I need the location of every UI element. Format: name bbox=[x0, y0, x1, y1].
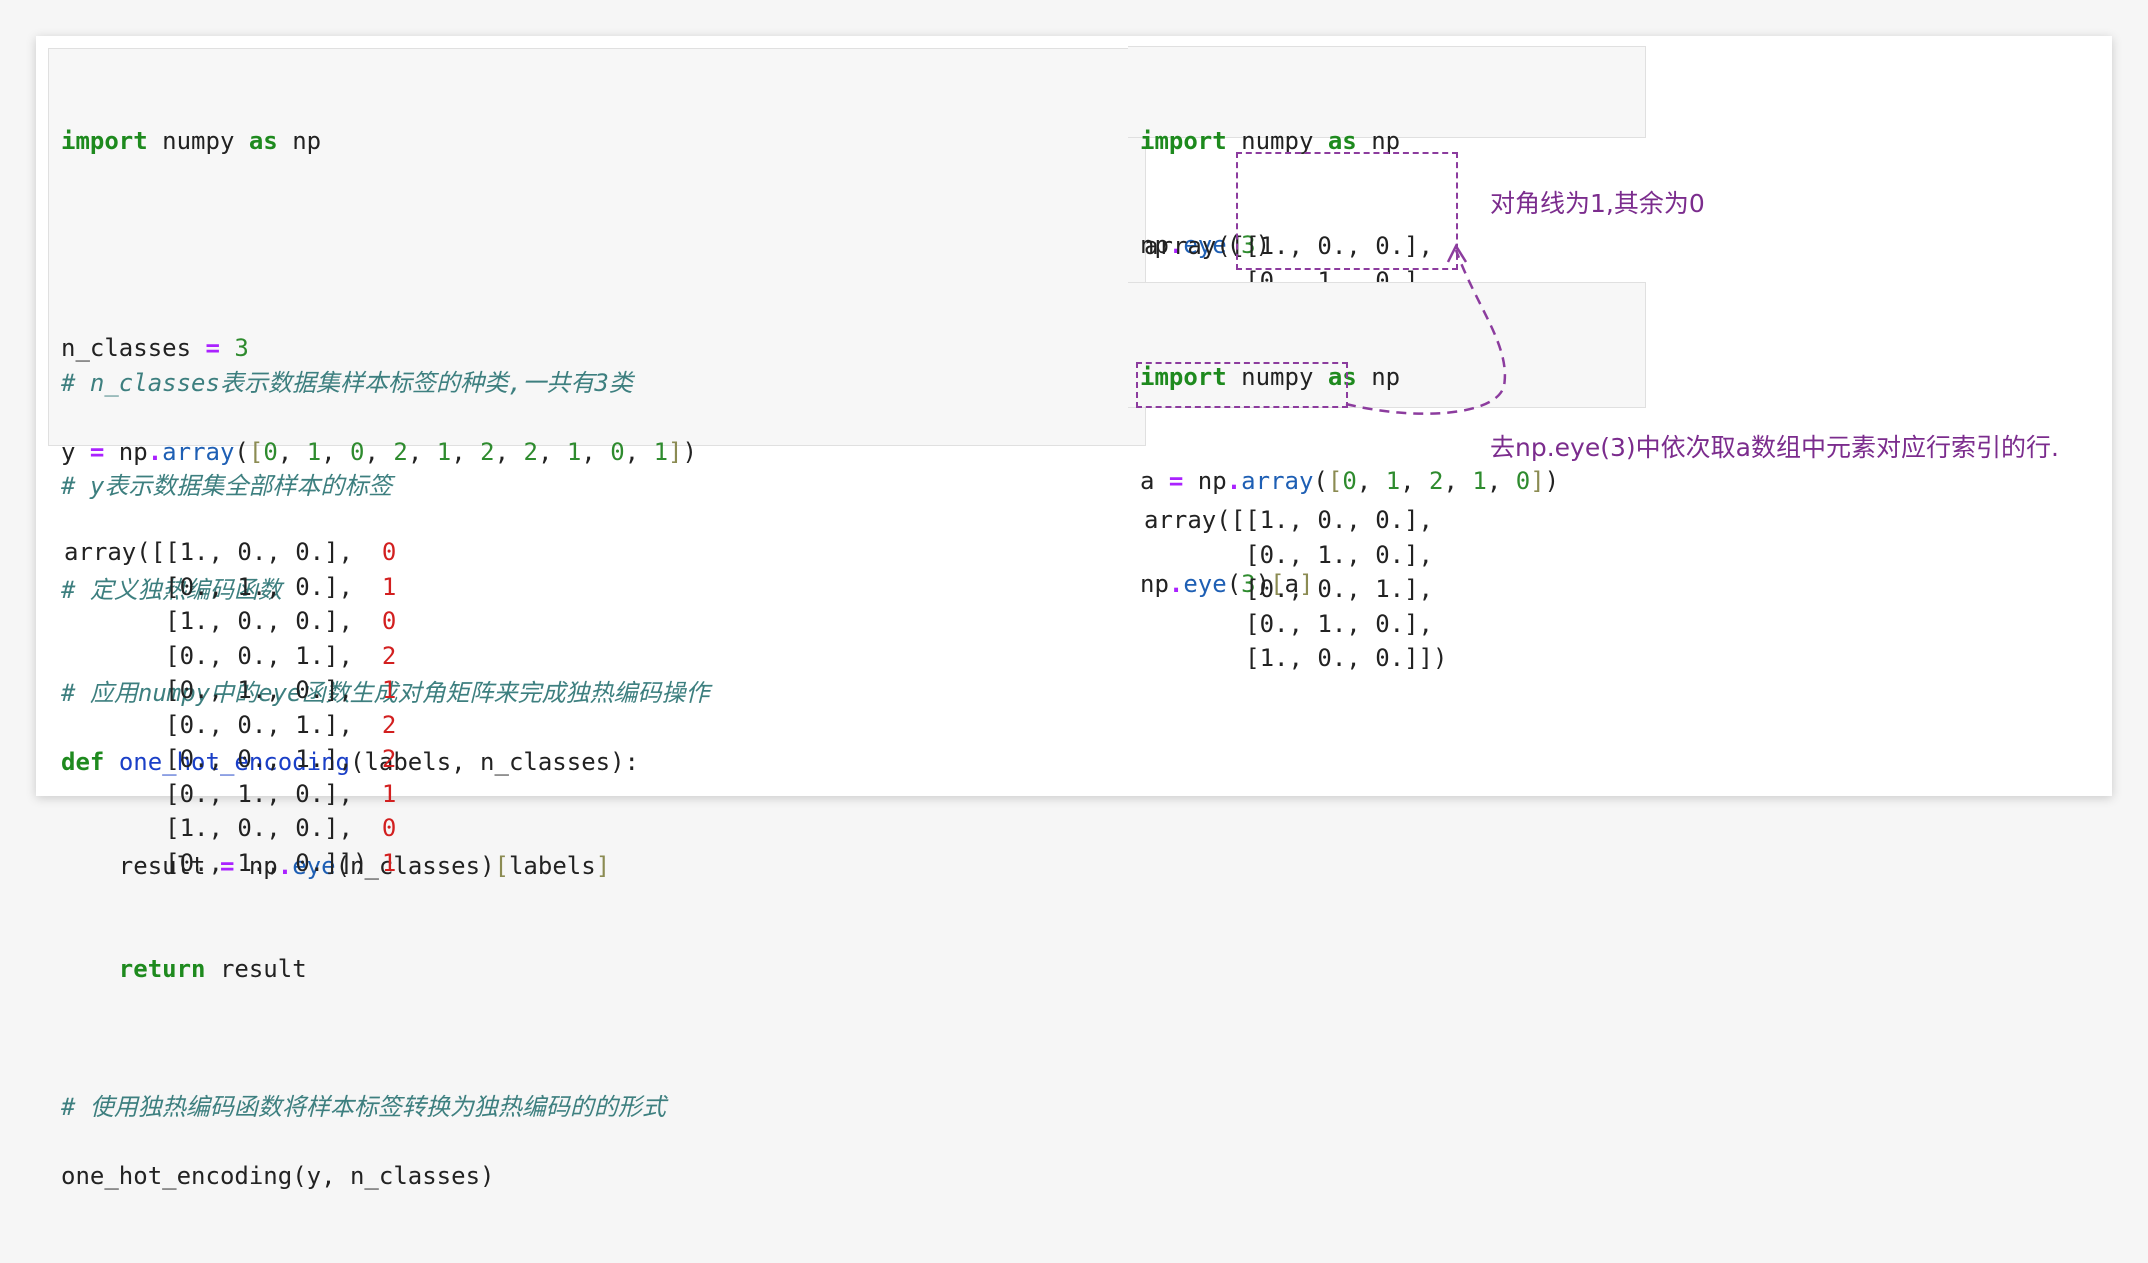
sample-label: 2 bbox=[352, 745, 397, 773]
right-output-2: array([[1., 0., 0.], [0., 1., 0.], [0., … bbox=[1144, 434, 1447, 745]
left-output-row: [0., 0., 1.], 2 bbox=[64, 742, 396, 777]
right-output-2-row: [0., 0., 1.], bbox=[1144, 572, 1447, 607]
left-output-rows: array([[1., 0., 0.], 0 [0., 1., 0.], 1 [… bbox=[64, 535, 396, 880]
diagonal-highlight-box bbox=[1236, 152, 1458, 270]
left-output-row: array([[1., 0., 0.], 0 bbox=[64, 535, 396, 570]
left-output-row-text: [0., 1., 0.], bbox=[64, 676, 353, 704]
right-code-cell-1[interactable]: import numpy as np np.eye(3) bbox=[1128, 46, 1646, 259]
annotation-diagonal: 对角线为1,其余为0 bbox=[1490, 189, 1705, 218]
right-output-2-rows: array([[1., 0., 0.], [0., 1., 0.], [0., … bbox=[1144, 503, 1447, 676]
left-output-row: [1., 0., 0.], 0 bbox=[64, 604, 396, 639]
left-output-row-text: [0., 0., 1.], bbox=[64, 641, 353, 670]
left-output-row: [1., 0., 0.], 0 bbox=[64, 811, 396, 846]
code-line-comment-1: # 定义独热编码函数 bbox=[61, 575, 282, 604]
sample-label: 2 bbox=[352, 641, 397, 670]
code-line-return: return result bbox=[118, 955, 307, 983]
sample-label: 1 bbox=[352, 676, 397, 704]
code-line-blank bbox=[61, 228, 726, 263]
right-code-editor-1[interactable]: import numpy as np np.eye(3) bbox=[1140, 55, 1400, 331]
sample-label: 1 bbox=[352, 779, 397, 808]
left-output-row: [0., 1., 0.], 1 bbox=[64, 673, 396, 708]
code-line-eye-index: np.eye(3)[a] bbox=[1140, 570, 1314, 598]
left-output-row-text: [1., 0., 0.], bbox=[64, 814, 353, 842]
right-output-2-row: [1., 0., 0.]]) bbox=[1144, 641, 1447, 676]
sample-label: 1 bbox=[367, 848, 397, 877]
left-output-row: [0., 0., 1.], 2 bbox=[64, 708, 396, 743]
right-output-2-row: [0., 1., 0.], bbox=[1144, 607, 1447, 642]
left-output-row-text: array([[1., 0., 0.], bbox=[64, 538, 353, 566]
left-output-row-text: [1., 0., 0.], bbox=[64, 607, 353, 635]
code-line-import: import numpy as np bbox=[1140, 127, 1401, 155]
sample-label: 1 bbox=[352, 572, 397, 601]
right-output-2-row-text: array([[1., 0., 0.], bbox=[1144, 506, 1433, 534]
code-line-eye: np.eye(3) bbox=[1140, 230, 1271, 259]
right-output-2-row-text: [1., 0., 0.]]) bbox=[1144, 644, 1448, 672]
left-output-row: [0., 0., 1.], 2 bbox=[64, 639, 396, 674]
right-output-2-row: [0., 1., 0.], bbox=[1144, 538, 1447, 573]
left-output-row-text: [0., 1., 0.], bbox=[64, 779, 353, 808]
sample-label: 2 bbox=[352, 710, 397, 739]
left-output-row: [0., 1., 0.], 1 bbox=[64, 777, 396, 812]
right-output-2-row-text: [0., 0., 1.], bbox=[1144, 575, 1433, 603]
eye-index-highlight-box bbox=[1136, 362, 1348, 408]
code-line-call: one_hot_encoding(y, n_classes) bbox=[61, 1162, 495, 1190]
right-code-editor-2[interactable]: import numpy as np a = np.array([0, 1, 2… bbox=[1140, 291, 1559, 671]
sample-label: 0 bbox=[352, 538, 397, 566]
left-code-cell[interactable]: import numpy as np n_classes = 3 # n_cla… bbox=[48, 48, 1146, 1190]
code-line-y: y = np.array([0, 1, 0, 2, 1, 2, 2, 1, 0,… bbox=[61, 437, 726, 501]
notebook-screenshot: import numpy as np n_classes = 3 # n_cla… bbox=[36, 36, 2112, 1190]
code-line-def: def one_hot_encoding(labels, n_classes): bbox=[61, 748, 639, 776]
left-output-row-text: [0., 1., 0.], bbox=[64, 572, 353, 601]
left-output-row-text: [0., 0., 1.], bbox=[64, 710, 353, 739]
left-output-row: [0., 1., 0.]]) 1 bbox=[64, 846, 396, 881]
sample-label: 0 bbox=[352, 607, 397, 635]
code-line-comment-2: # 应用numpy中的eye函数生成对角矩阵来完成独热编码操作 bbox=[61, 679, 710, 707]
code-line-a: a = np.array([0, 1, 2, 1, 0]) bbox=[1140, 466, 1560, 495]
annotation-index: 去np.eye(3)中依次取a数组中元素对应行索引的行. bbox=[1490, 433, 2059, 462]
code-line-import: import numpy as np bbox=[61, 127, 322, 155]
right-output-2-row-text: [0., 1., 0.], bbox=[1144, 609, 1433, 638]
right-output-2-row: array([[1., 0., 0.], bbox=[1144, 503, 1447, 538]
code-line-n-classes: n_classes = 3 # n_classes表示数据集样本标签的种类,一共… bbox=[61, 334, 633, 397]
right-output-2-row-text: [0., 1., 0.], bbox=[1144, 540, 1433, 569]
left-output-row-text: [0., 1., 0.]]) bbox=[64, 848, 368, 877]
left-output: array([[1., 0., 0.], 0 [0., 1., 0.], 1 [… bbox=[64, 466, 396, 949]
sample-label: 0 bbox=[352, 814, 397, 842]
left-output-row-text: [0., 0., 1.], bbox=[64, 745, 353, 773]
left-output-row: [0., 1., 0.], 1 bbox=[64, 570, 396, 605]
code-line-comment-3: # 使用独热编码函数将样本标签转换为独热编码的的形式 bbox=[61, 1093, 666, 1121]
